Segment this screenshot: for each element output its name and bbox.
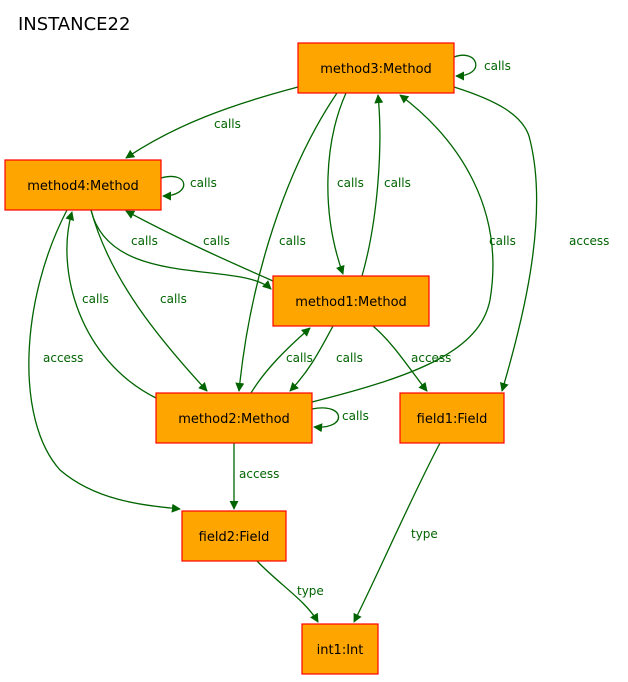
node-label: method2:Method bbox=[178, 412, 290, 427]
edge-line bbox=[453, 54, 477, 81]
edge-line bbox=[361, 94, 384, 277]
edge-line bbox=[160, 175, 185, 201]
edge-label: calls bbox=[214, 117, 241, 131]
edge-line bbox=[125, 86, 299, 159]
edge-method3-to-field1: access bbox=[453, 86, 609, 392]
edge-label: type bbox=[411, 527, 438, 541]
edge-field1-to-int1: type bbox=[353, 442, 441, 623]
edge-method4-to-field2: access bbox=[28, 209, 181, 513]
edge-method2-to-method2: calls bbox=[311, 407, 369, 433]
node-label: method4:Method bbox=[27, 179, 139, 194]
node-method2: method2:Method bbox=[155, 392, 313, 444]
edge-label: access bbox=[43, 351, 83, 365]
edge-label: calls bbox=[337, 176, 364, 190]
edge-line bbox=[372, 325, 428, 392]
edges-layer: calls calls calls calls calls calls calls acces… bbox=[28, 54, 609, 623]
edge-line bbox=[235, 92, 338, 392]
edge-label: access bbox=[239, 467, 279, 481]
edge-line bbox=[125, 210, 274, 282]
edge-method2-to-method4: calls bbox=[65, 211, 157, 399]
edge-line bbox=[311, 407, 340, 433]
edge-line bbox=[311, 94, 494, 403]
edge-method2-to-method3: calls bbox=[311, 94, 516, 403]
edge-label: calls bbox=[203, 234, 230, 248]
node-label: method1:Method bbox=[295, 295, 407, 310]
node-method3: method3:Method bbox=[297, 42, 455, 94]
node-box bbox=[272, 275, 430, 327]
node-int1: int1:Int bbox=[301, 623, 379, 675]
edge-method4-to-method1: calls bbox=[90, 209, 272, 290]
node-box bbox=[4, 159, 162, 211]
edge-label: calls bbox=[286, 351, 313, 365]
edge-method4-to-method4: calls bbox=[160, 175, 217, 201]
edge-label: calls bbox=[336, 351, 363, 365]
edge-label: access bbox=[569, 234, 609, 248]
edge-label: calls bbox=[489, 234, 516, 248]
edge-label: calls bbox=[131, 234, 158, 248]
node-method1: method1:Method bbox=[272, 275, 430, 327]
node-label: field1:Field bbox=[417, 412, 488, 427]
node-label: field2:Field bbox=[199, 530, 270, 545]
edge-method3-to-method3: calls bbox=[453, 54, 511, 81]
edge-line bbox=[453, 86, 538, 392]
edge-method1-to-method3: calls bbox=[361, 94, 411, 277]
edge-method3-to-method4: calls bbox=[125, 86, 299, 159]
nodes-layer: method3:Method method4:Method method1:Meth… bbox=[4, 42, 505, 675]
edge-label: calls bbox=[484, 59, 511, 73]
node-field2: field2:Field bbox=[181, 510, 287, 562]
node-label: int1:Int bbox=[317, 643, 364, 658]
edge-label: calls bbox=[82, 292, 109, 306]
node-box bbox=[181, 510, 287, 562]
edge-method1-to-method4: calls bbox=[125, 210, 274, 282]
edge-line bbox=[28, 209, 181, 513]
edge-method1-to-method2: calls bbox=[289, 325, 363, 392]
node-box bbox=[399, 392, 505, 444]
edge-method2-to-field2: access bbox=[229, 443, 279, 510]
edge-label: calls bbox=[190, 176, 217, 190]
edge-line bbox=[65, 211, 157, 399]
edge-line bbox=[353, 442, 441, 623]
edge-line bbox=[256, 560, 319, 623]
edge-line bbox=[289, 325, 334, 392]
edge-label: type bbox=[297, 584, 324, 598]
edge-label: access bbox=[411, 351, 451, 365]
edge-line bbox=[250, 327, 311, 394]
node-box bbox=[155, 392, 313, 444]
node-field1: field1:Field bbox=[399, 392, 505, 444]
edge-line bbox=[90, 209, 208, 392]
edge-line bbox=[90, 209, 272, 290]
edge-method3-to-method1: calls bbox=[327, 92, 364, 275]
node-box bbox=[297, 42, 455, 94]
edge-label: calls bbox=[384, 176, 411, 190]
node-box bbox=[301, 623, 379, 675]
edge-method4-to-method2: calls bbox=[90, 209, 208, 392]
diagram-title: INSTANCE22 bbox=[18, 14, 130, 35]
node-label: method3:Method bbox=[320, 62, 432, 77]
edge-label: calls bbox=[160, 292, 187, 306]
edge-label: calls bbox=[342, 409, 369, 423]
node-method4: method4:Method bbox=[4, 159, 162, 211]
edge-method2-to-method1: calls bbox=[250, 327, 313, 394]
edge-label: calls bbox=[279, 234, 306, 248]
edge-line bbox=[327, 92, 347, 275]
edge-method1-to-field1: access bbox=[372, 325, 451, 392]
edge-field2-to-int1: type bbox=[256, 560, 324, 623]
edge-method3-to-method2: calls bbox=[235, 92, 338, 392]
